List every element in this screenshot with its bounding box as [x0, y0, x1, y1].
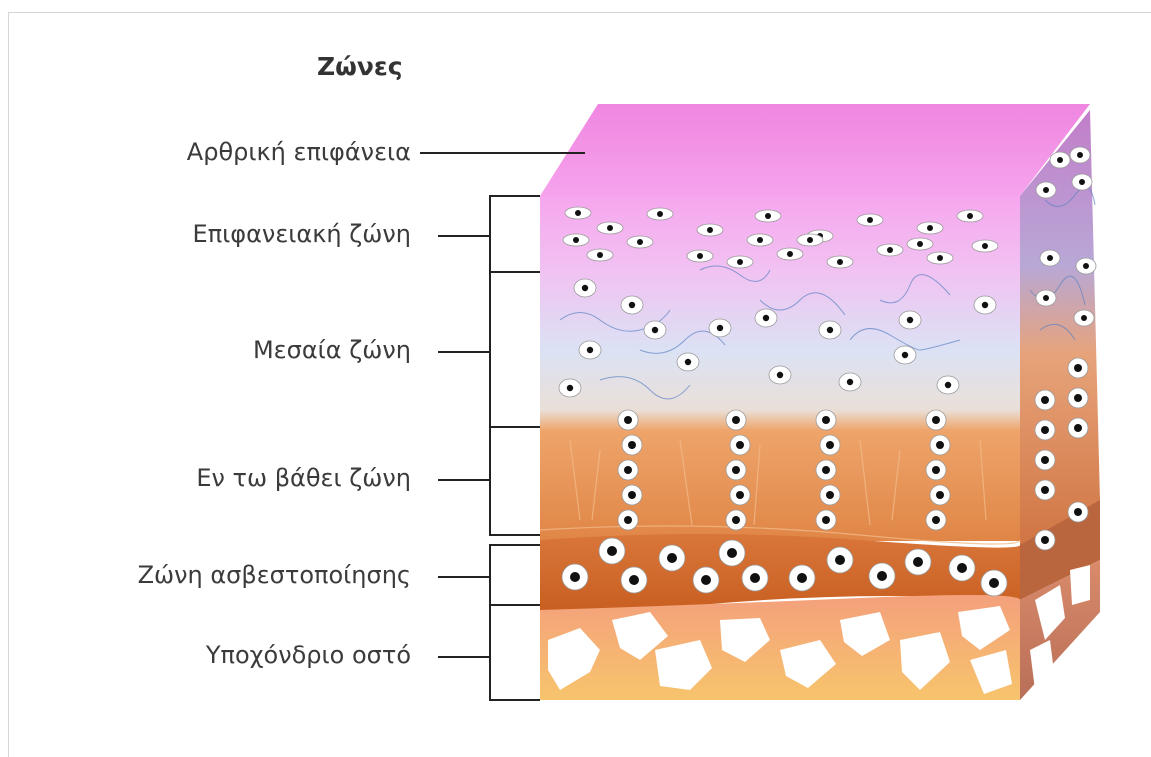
middle-cell-6-nucleus	[827, 327, 833, 333]
middle-cell-1-nucleus	[629, 302, 635, 308]
calcified-cell-11-nucleus	[957, 563, 967, 573]
middle-cell-3-nucleus	[652, 327, 658, 333]
middle-cell-8-nucleus	[982, 302, 988, 308]
superficial-cell-19-nucleus	[757, 237, 763, 243]
side-cell-6-nucleus	[1074, 424, 1082, 432]
middle-cell-13-nucleus	[945, 382, 951, 388]
superficial-cell-15-nucleus	[887, 247, 893, 253]
superficial-cell-4-nucleus	[765, 213, 771, 219]
deep-cell-2-0-nucleus	[822, 416, 830, 424]
side-upper-cell-4-nucleus	[1043, 187, 1049, 193]
deep-cell-1-3-nucleus	[736, 491, 744, 499]
deep-cell-1-2-nucleus	[732, 466, 740, 474]
superficial-cell-6-nucleus	[867, 217, 873, 223]
middle-cell-14-nucleus	[567, 385, 573, 391]
side-upper-cell-3-nucleus	[1081, 315, 1087, 321]
middle-cell-12-nucleus	[902, 352, 908, 358]
superficial-cell-21-nucleus	[917, 241, 923, 247]
superficial-cell-9-nucleus	[573, 237, 579, 243]
deep-cell-2-4-nucleus	[822, 516, 830, 524]
subchondral-bone-band	[540, 595, 1020, 700]
middle-cell-10-nucleus	[777, 372, 783, 378]
superficial-cell-13-nucleus	[787, 251, 793, 257]
side-cell-7-nucleus	[1074, 508, 1082, 516]
deep-cell-1-1-nucleus	[736, 441, 744, 449]
calcified-cell-7-nucleus	[797, 573, 807, 583]
calcified-cell-1-nucleus	[607, 546, 617, 556]
deep-cell-0-2-nucleus	[624, 466, 632, 474]
superficial-cell-3-nucleus	[707, 227, 713, 233]
superficial-cell-14-nucleus	[837, 259, 843, 265]
side-upper-cell-2-nucleus	[1043, 295, 1049, 301]
deep-cell-2-3-nucleus	[826, 491, 834, 499]
superficial-cell-8-nucleus	[967, 213, 973, 219]
superficial-cell-10-nucleus	[637, 239, 643, 245]
middle-cell-9-nucleus	[685, 359, 691, 365]
superficial-cell-1-nucleus	[607, 225, 613, 231]
side-upper-cell-7-nucleus	[1077, 152, 1083, 158]
calcified-cell-5-nucleus	[727, 548, 737, 558]
middle-cell-4-nucleus	[717, 325, 723, 331]
side-cell-4-nucleus	[1074, 364, 1082, 372]
deep-cell-3-4-nucleus	[932, 516, 940, 524]
calcified-cell-2-nucleus	[629, 575, 639, 585]
deep-cell-1-4-nucleus	[732, 516, 740, 524]
superficial-cell-12-nucleus	[737, 259, 743, 265]
deep-cell-0-0-nucleus	[624, 416, 632, 424]
side-upper-cell-1-nucleus	[1083, 263, 1089, 269]
calcified-cell-0-nucleus	[570, 572, 580, 582]
side-cell-0-nucleus	[1041, 396, 1049, 404]
deep-cell-3-3-nucleus	[936, 491, 944, 499]
deep-cell-2-2-nucleus	[822, 466, 830, 474]
middle-cell-5-nucleus	[763, 315, 769, 321]
calcified-cell-12-nucleus	[989, 578, 999, 588]
side-cell-1-nucleus	[1041, 426, 1049, 434]
calcified-cell-8-nucleus	[835, 555, 845, 565]
superficial-cell-17-nucleus	[982, 243, 988, 249]
superficial-cell-11-nucleus	[697, 253, 703, 259]
superficial-cell-0-nucleus	[575, 210, 581, 216]
side-upper-cell-0-nucleus	[1047, 255, 1053, 261]
superficial-cell-7-nucleus	[927, 225, 933, 231]
side-cell-2-nucleus	[1041, 456, 1049, 464]
side-cell-5-nucleus	[1074, 394, 1082, 402]
deep-cell-3-1-nucleus	[936, 441, 944, 449]
calcified-cell-6-nucleus	[750, 573, 760, 583]
middle-cell-0-nucleus	[582, 285, 588, 291]
superficial-cell-16-nucleus	[937, 255, 943, 261]
side-cell-3-nucleus	[1041, 486, 1049, 494]
side-upper-cell-5-nucleus	[1079, 179, 1085, 185]
calcified-cell-9-nucleus	[877, 571, 887, 581]
calcified-cell-4-nucleus	[701, 575, 711, 585]
side-upper-cell-6-nucleus	[1057, 157, 1063, 163]
middle-cell-2-nucleus	[587, 347, 593, 353]
deep-cell-3-0-nucleus	[932, 416, 940, 424]
middle-cell-11-nucleus	[847, 379, 853, 385]
deep-cell-0-1-nucleus	[628, 441, 636, 449]
calcified-cell-3-nucleus	[667, 553, 677, 563]
calcified-cell-10-nucleus	[913, 557, 923, 567]
zone-brackets	[490, 196, 540, 700]
middle-cell-7-nucleus	[907, 317, 913, 323]
deep-cell-1-0-nucleus	[732, 416, 740, 424]
superficial-cell-18-nucleus	[597, 252, 603, 258]
deep-cell-2-1-nucleus	[826, 441, 834, 449]
deep-cell-3-2-nucleus	[932, 466, 940, 474]
deep-cell-0-3-nucleus	[628, 491, 636, 499]
superficial-cell-20-nucleus	[807, 237, 813, 243]
superficial-cell-2-nucleus	[657, 211, 663, 217]
side-cell-8-nucleus	[1041, 536, 1049, 544]
articular-surface-face	[540, 104, 1090, 196]
deep-cell-0-4-nucleus	[624, 516, 632, 524]
